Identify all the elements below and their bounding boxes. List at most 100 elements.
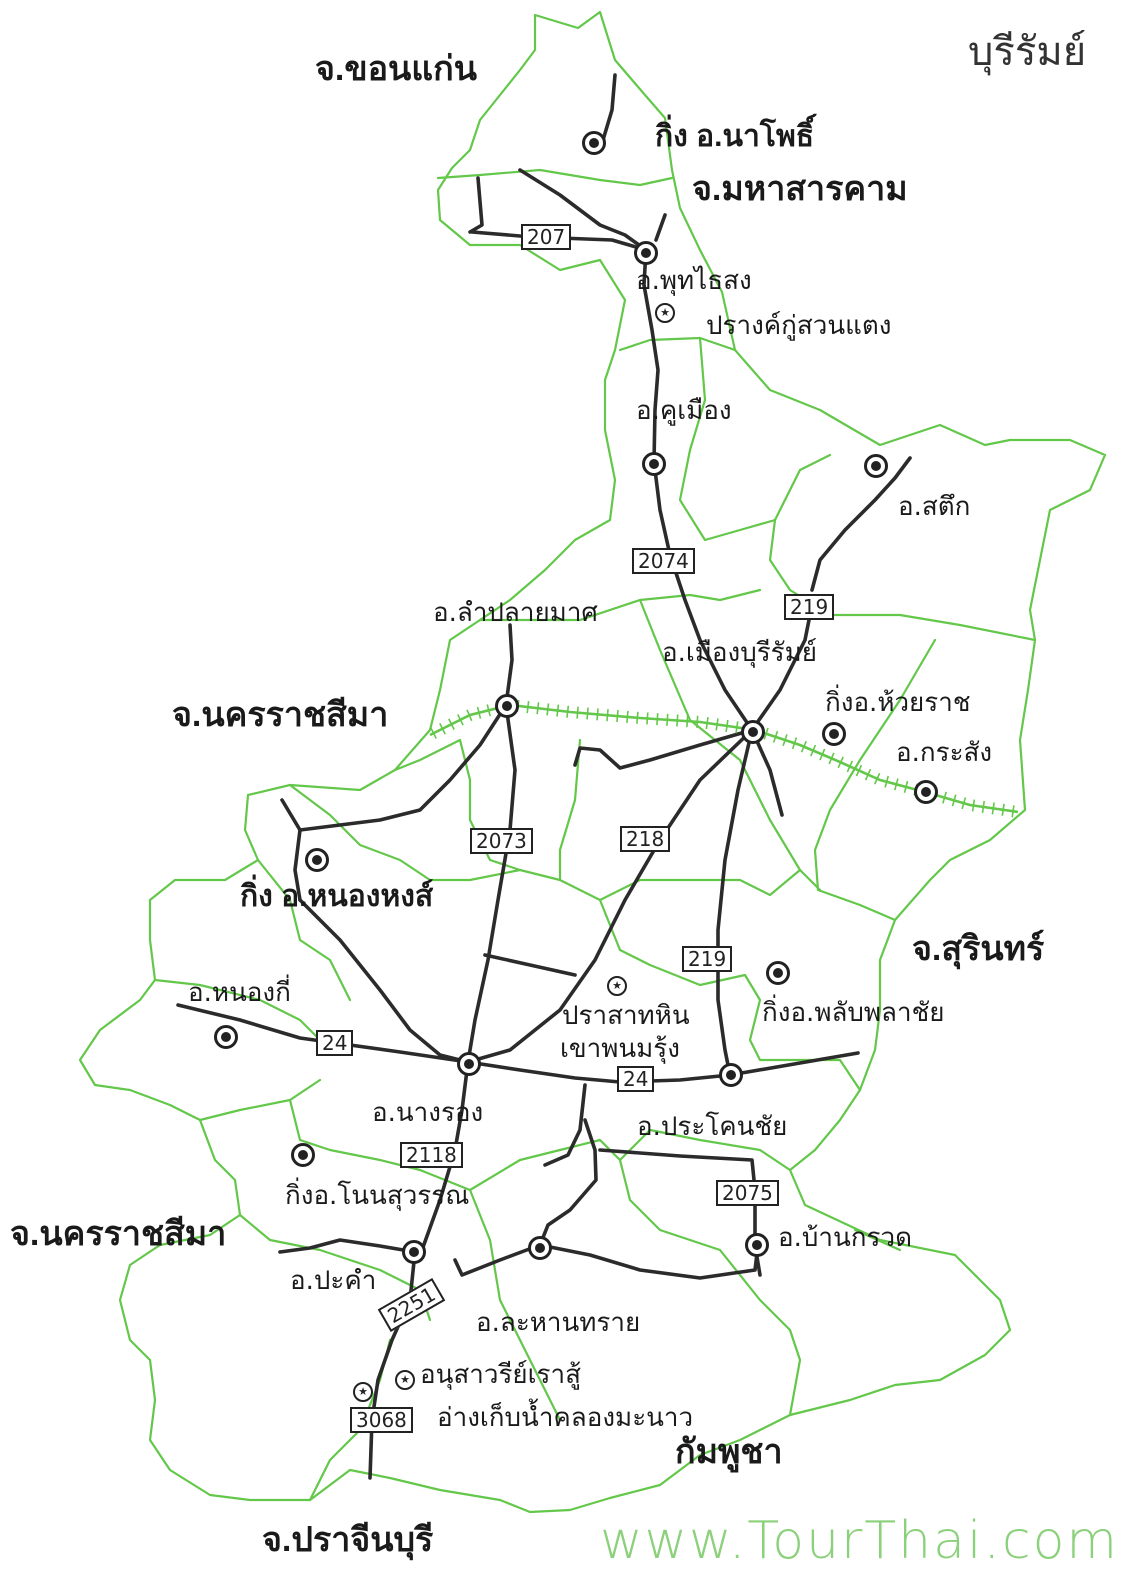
railway-tick — [626, 710, 629, 723]
railway-tick — [855, 764, 863, 777]
railway-tick — [961, 797, 967, 810]
neighbor-label-khonkaen: จ.ขอนแก่น — [315, 50, 478, 88]
railway-tick — [828, 752, 835, 765]
railway-tick — [466, 709, 473, 722]
district-marker-lam-plai-mat — [495, 694, 519, 718]
railway-tick — [536, 702, 540, 715]
district-label-nong-hong: กิ่ง อ.หนองหงส์ — [240, 880, 434, 913]
railway-tick — [646, 712, 649, 725]
railway-tick — [903, 780, 909, 793]
railway-tick — [476, 706, 482, 719]
route-shield-2075: 2075 — [716, 1180, 779, 1206]
neighbor-label-surin: จ.สุรินทร์ — [912, 930, 1045, 968]
district-label-khu-mueang: อ.คูเมือง — [636, 396, 732, 426]
district-marker-krasang — [914, 780, 938, 804]
road-network — [176, 73, 912, 1480]
railway-tick — [696, 715, 699, 728]
district-label-krasang: อ.กระสัง — [896, 738, 993, 768]
railway-tick — [636, 711, 639, 724]
route-shield-219: 219 — [784, 594, 835, 620]
railway-tick — [676, 714, 679, 727]
railway-tick — [616, 710, 619, 723]
railway-tick — [772, 730, 779, 743]
attraction-star-icon: ★ — [353, 1382, 373, 1402]
railway-tick — [837, 756, 844, 769]
railway-tick — [1001, 803, 1005, 816]
railway-tick — [791, 737, 798, 750]
railway-tick — [810, 744, 817, 757]
district-label-satuek: อ.สตึก — [898, 492, 971, 522]
district-marker-nong-ki — [214, 1025, 238, 1049]
district-label-phutthaisong: อ.พุทไธสง — [636, 266, 752, 296]
district-label-nong-ki: อ.หนองกี่ — [188, 978, 291, 1008]
railway-tick — [576, 706, 579, 719]
route-shield-2074: 2074 — [632, 548, 695, 574]
railway-tick — [656, 713, 659, 726]
railway-tick — [526, 701, 530, 714]
attraction-star-icon: ★ — [655, 303, 675, 323]
railway-tick — [586, 707, 589, 720]
railway-tick — [1011, 805, 1015, 818]
route-shield-2118: 2118 — [400, 1142, 463, 1168]
railway-tick — [991, 802, 995, 815]
railway-tick — [894, 778, 899, 791]
route-shield-207: 207 — [521, 224, 572, 250]
route-shield-218: 218 — [620, 826, 671, 852]
district-label-mueang: อ.เมืองบุรีรัมย์ — [662, 638, 818, 668]
attraction-label-rao-su: อนุสาวรีย์เราสู้ — [420, 1360, 581, 1390]
route-shield-24: 24 — [617, 1066, 655, 1092]
neighbor-label-mahasarakham: จ.มหาสารคาม — [692, 170, 908, 208]
district-marker-na-pho — [582, 131, 606, 155]
route-shield-3068: 3068 — [350, 1407, 413, 1433]
watermark: www.TourThai.com — [600, 1511, 1120, 1571]
district-label-prakhon-chai: อ.ประโคนชัย — [637, 1112, 788, 1142]
railway-tick — [439, 723, 446, 735]
railway-tick — [971, 799, 976, 812]
railway-tick — [873, 772, 881, 785]
railway-tick — [686, 715, 689, 728]
district-marker-huai-rat — [822, 722, 846, 746]
attraction-star-icon: ★ — [607, 976, 627, 996]
district-label-non-suwan: กิ่งอ.โนนสุวรรณ — [285, 1181, 470, 1211]
railway-tick — [846, 760, 854, 773]
railway-tick — [800, 740, 807, 753]
district-label-ban-kruat: อ.บ้านกรวด — [778, 1223, 912, 1253]
district-boundaries — [153, 168, 1037, 1502]
district-marker-nang-rong — [457, 1052, 481, 1076]
district-marker-ban-kruat — [745, 1233, 769, 1257]
district-label-na-pho: กิ่ง อ.นาโพธิ์ — [655, 120, 815, 153]
railway-tick — [596, 708, 599, 721]
district-marker-pakham — [402, 1240, 426, 1264]
railway-tick — [457, 714, 464, 726]
neighbor-label-prachinburi: จ.ปราจีนบุรี — [262, 1521, 434, 1559]
route-shield-24: 24 — [316, 1030, 354, 1056]
district-marker-lahan-sai — [528, 1236, 552, 1260]
attraction-label-phanom-rung: ปราสาทหิน — [562, 1001, 690, 1031]
railway-tick — [705, 716, 709, 730]
railway-tick — [819, 748, 826, 761]
railway-tick — [981, 800, 986, 814]
railway-tick — [763, 727, 769, 740]
neighbor-label-nakhonratchasima: จ.นครราชสีมา — [172, 696, 389, 734]
district-label-huai-rat: กิ่งอ.ห้วยราช — [825, 688, 971, 718]
neighbor-label-cambodia: กัมพูชา — [675, 1433, 783, 1471]
neighbor-label-nakhonratchasima: จ.นครราชสีมา — [10, 1215, 227, 1253]
railway-tick — [942, 791, 947, 804]
railway-tick — [725, 719, 729, 732]
railway-tick — [448, 718, 455, 730]
district-marker-phlapphla-chai — [766, 961, 790, 985]
district-marker-phutthaisong — [634, 241, 658, 265]
district-label-phlapphla-chai: กิ่งอ.พลับพลาชัย — [762, 998, 945, 1028]
railway-tick — [566, 705, 570, 718]
railway-tick — [666, 713, 669, 726]
district-marker-mueang — [741, 720, 765, 744]
railway-tick — [556, 704, 560, 717]
railway-tick — [735, 721, 739, 734]
route-shield-2073: 2073 — [470, 828, 533, 854]
district-label-pakham: อ.ปะคำ — [290, 1266, 377, 1296]
route-shield-219: 219 — [682, 946, 733, 972]
attraction-star-icon: ★ — [395, 1370, 415, 1390]
railway-tick — [546, 703, 550, 716]
